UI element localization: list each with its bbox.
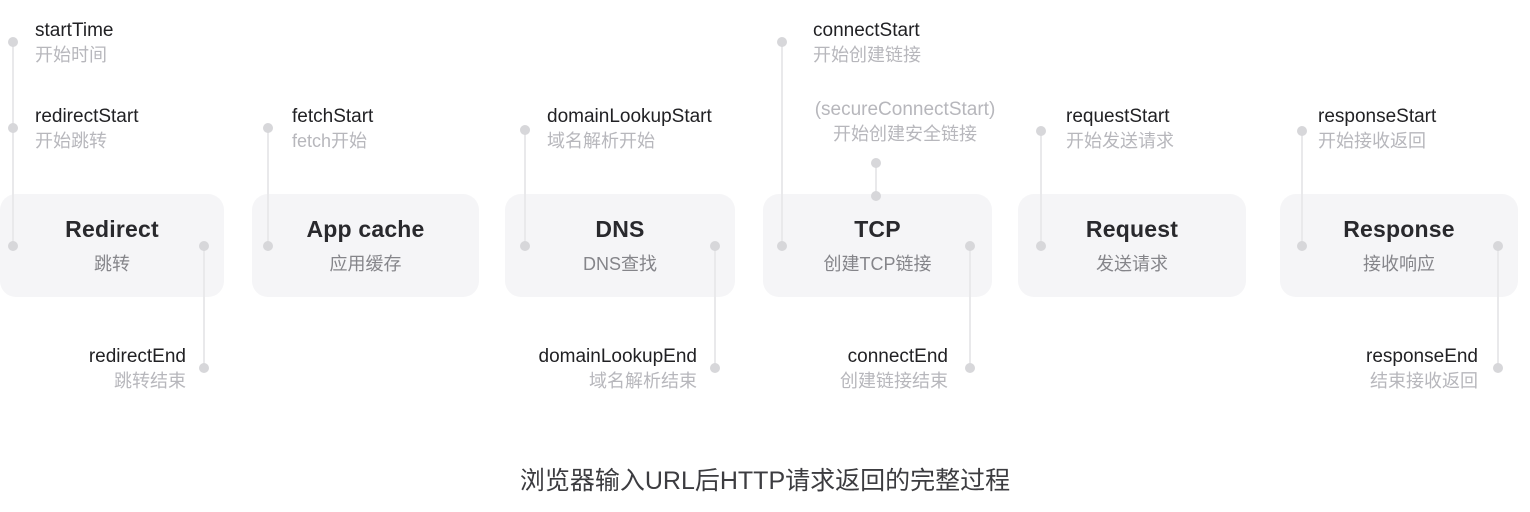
marker-sublabel: 开始接收返回 <box>1318 131 1426 151</box>
timeline-dot-request-start <box>1036 126 1046 136</box>
marker-sublabel: fetch开始 <box>292 131 368 151</box>
timeline-dot-response-box-left <box>1297 241 1307 251</box>
marker-connect-end: connectEnd 创建链接结束 <box>698 344 948 394</box>
timeline-dot-request-box-left <box>1036 241 1046 251</box>
marker-sublabel: 开始创建链接 <box>813 45 921 65</box>
marker-sublabel: 跳转结束 <box>114 371 186 391</box>
timeline-dot-secure-connect-start <box>871 158 881 168</box>
timeline-dot-response-end <box>1493 363 1503 373</box>
stage-title: Redirect <box>65 216 159 242</box>
marker-sublabel: 开始时间 <box>35 45 107 65</box>
timeline-dot-app-cache-box-left <box>263 241 273 251</box>
timeline-dot-start-time <box>8 37 18 47</box>
connector-line-redirect-end <box>203 246 205 368</box>
marker-label: domainLookupStart <box>547 106 712 127</box>
diagram-caption: 浏览器输入URL后HTTP请求返回的完整过程 <box>519 467 1011 495</box>
timeline-dot-response-start <box>1297 126 1307 136</box>
connector-line-domain-lookup-start <box>524 130 526 246</box>
stage-subtitle: 接收响应 <box>1363 254 1435 274</box>
marker-response-start: responseStart 开始接收返回 <box>1318 104 1436 154</box>
timeline-dot-dns-box-left <box>520 241 530 251</box>
timeline-dot-tcp-box-left <box>777 241 787 251</box>
marker-domain-lookup-end: domainLookupEnd 域名解析结束 <box>447 344 697 394</box>
marker-sublabel: 域名解析开始 <box>547 131 655 151</box>
marker-redirect-start: redirectStart 开始跳转 <box>35 104 138 154</box>
marker-label: requestStart <box>1066 106 1170 127</box>
timeline-dot-redirect-end <box>199 363 209 373</box>
marker-label: fetchStart <box>292 106 374 127</box>
stage-app-cache: App cache 应用缓存 <box>252 194 479 297</box>
stage-subtitle: 创建TCP链接 <box>823 254 932 274</box>
stage-title: App cache <box>306 216 425 242</box>
stage-subtitle: 跳转 <box>94 254 130 274</box>
timeline-dot-redirect-box-left <box>8 241 18 251</box>
marker-label: (secureConnectStart) <box>814 99 996 120</box>
timeline-dot-domain-lookup-end <box>710 363 720 373</box>
connector-line-connect-start <box>781 42 783 246</box>
marker-start-time: startTime 开始时间 <box>35 18 113 68</box>
marker-response-end: responseEnd 结束接收返回 <box>1228 344 1478 394</box>
stage-subtitle: 发送请求 <box>1096 254 1168 274</box>
marker-request-start: requestStart 开始发送请求 <box>1066 104 1174 154</box>
stage-dns: DNS DNS查找 <box>505 194 735 297</box>
marker-sublabel: 开始发送请求 <box>1066 131 1174 151</box>
marker-fetch-start: fetchStart fetch开始 <box>292 104 373 154</box>
marker-sublabel: 创建链接结束 <box>840 371 948 391</box>
marker-label: responseStart <box>1318 106 1437 127</box>
marker-sublabel: 开始跳转 <box>35 131 107 151</box>
marker-connect-start: connectStart 开始创建链接 <box>813 18 921 68</box>
stage-redirect: Redirect 跳转 <box>0 194 224 297</box>
marker-label: connectEnd <box>847 346 948 367</box>
connector-line-connect-end <box>969 246 971 368</box>
timeline-dot-domain-lookup-start <box>520 125 530 135</box>
timeline-dot-response-box-right <box>1493 241 1503 251</box>
connector-line-start-time <box>12 42 14 246</box>
marker-label: domainLookupEnd <box>538 346 697 367</box>
marker-secure-connect-start: (secureConnectStart) 开始创建安全链接 <box>785 97 1025 147</box>
timeline-dot-connect-start <box>777 37 787 47</box>
marker-label: connectStart <box>813 20 920 41</box>
timeline-dot-redirect-box-right <box>199 241 209 251</box>
marker-sublabel: 结束接收返回 <box>1370 371 1478 391</box>
marker-domain-lookup-start: domainLookupStart 域名解析开始 <box>547 104 712 154</box>
stage-subtitle: DNS查找 <box>582 254 657 274</box>
connector-line-response-start <box>1301 131 1303 246</box>
timeline-dot-tcp-box-right <box>965 241 975 251</box>
marker-label: redirectEnd <box>88 346 186 367</box>
timeline-dot-tcp-box-top <box>871 191 881 201</box>
stage-title: DNS <box>595 216 645 242</box>
connector-line-secure-connect-start <box>875 163 877 196</box>
timeline-dot-fetch-start <box>263 123 273 133</box>
marker-sublabel: 域名解析结束 <box>589 371 697 391</box>
connector-line-response-end <box>1497 246 1499 368</box>
marker-sublabel: 开始创建安全链接 <box>833 124 977 144</box>
stage-title: Request <box>1085 216 1179 242</box>
timeline-dot-dns-box-right <box>710 241 720 251</box>
stage-subtitle: 应用缓存 <box>329 254 402 274</box>
connector-line-domain-lookup-end <box>714 246 716 368</box>
marker-label: redirectStart <box>35 106 139 127</box>
marker-label: responseEnd <box>1366 346 1478 367</box>
stage-title: TCP <box>854 216 901 242</box>
stage-title: Response <box>1343 216 1455 242</box>
timeline-dot-connect-end <box>965 363 975 373</box>
stage-request: Request 发送请求 <box>1018 194 1246 297</box>
timeline-dot-redirect-start <box>8 123 18 133</box>
stage-response: Response 接收响应 <box>1280 194 1518 297</box>
marker-label: startTime <box>35 20 114 41</box>
connector-line-request-start <box>1040 131 1042 246</box>
connector-line-fetch-start <box>267 128 269 246</box>
stage-tcp: TCP 创建TCP链接 <box>763 194 992 297</box>
marker-redirect-end: redirectEnd 跳转结束 <box>0 344 186 394</box>
